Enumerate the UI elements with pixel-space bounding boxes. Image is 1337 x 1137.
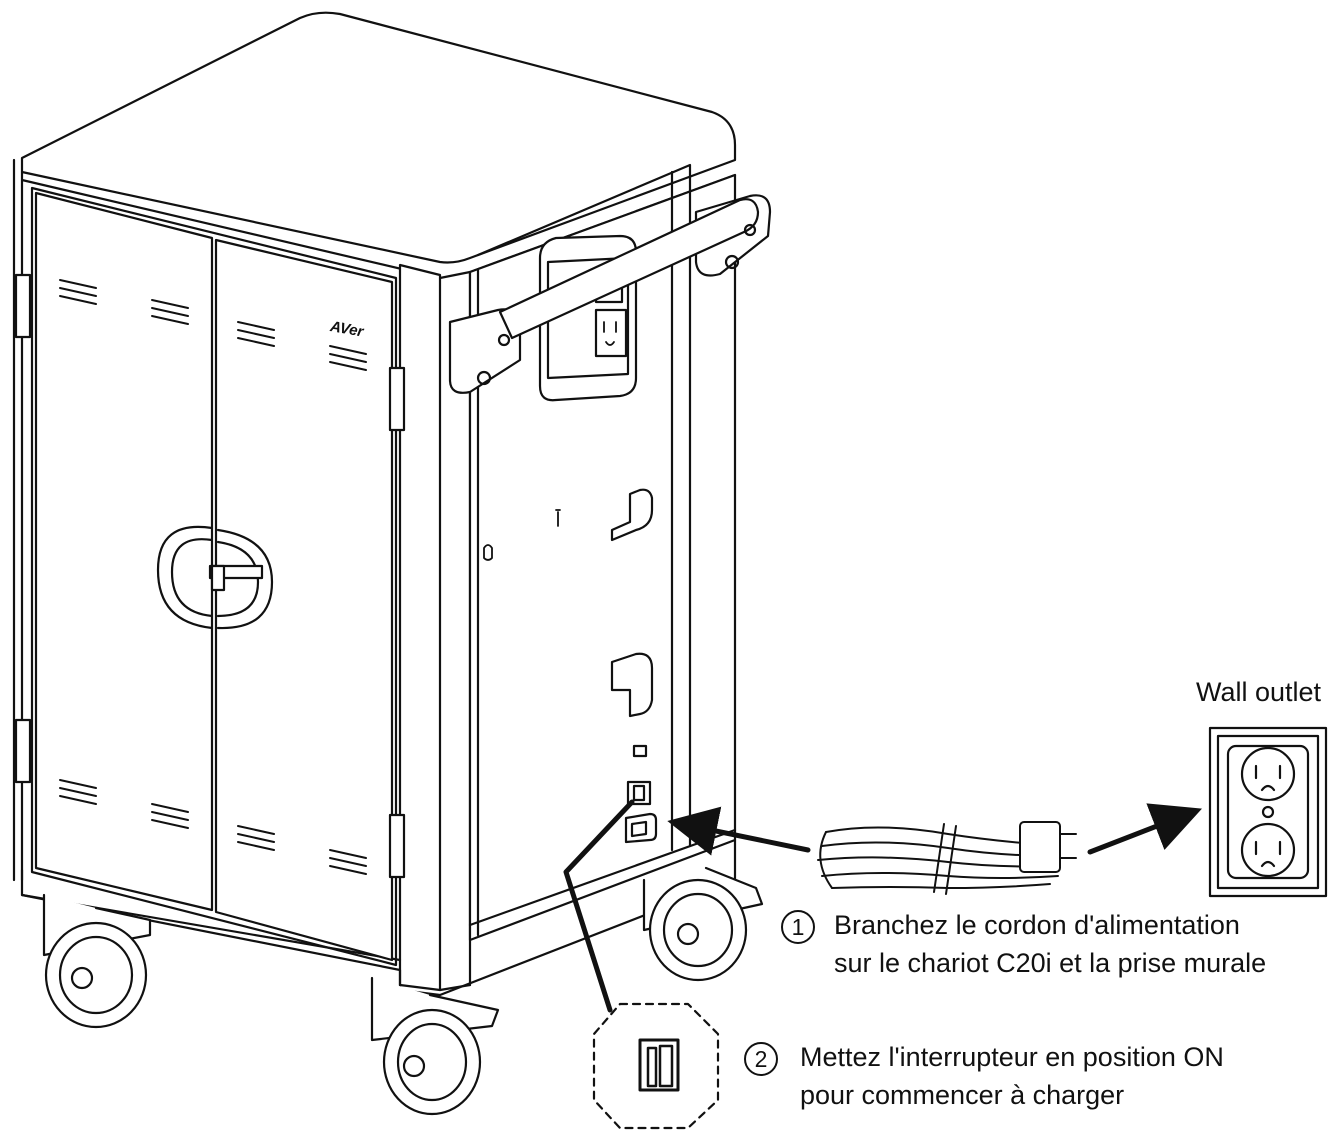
- cable-hook: [610, 652, 654, 718]
- side-outlet: [594, 308, 628, 358]
- push-handle: [448, 194, 772, 394]
- power-inlet: [624, 812, 658, 844]
- outlet-socket: [1240, 822, 1296, 878]
- wall-outlet-label: Wall outlet: [1196, 677, 1322, 707]
- step-2-line1: Mettez l'interrupteur en position ON: [800, 1042, 1224, 1072]
- brand-logo: AVer: [328, 318, 366, 341]
- vent-slots: [59, 279, 367, 875]
- hinge: [14, 718, 32, 784]
- door-handle: [156, 525, 274, 630]
- arrow-to-cart: [667, 806, 811, 856]
- caster-wheel: [42, 893, 152, 1029]
- step-1-badge: 1: [781, 910, 815, 944]
- hinge: [14, 273, 32, 339]
- door-right: [214, 238, 394, 962]
- power-cord: [817, 821, 1077, 895]
- step-1-line2: sur le chariot C20i et la prise murale: [834, 948, 1267, 978]
- caster-wheel: [370, 976, 500, 1116]
- corner-post: [398, 263, 442, 992]
- arrow-to-wall: [1087, 803, 1202, 855]
- step-1-line1: Branchez le cordon d'alimentation: [834, 910, 1240, 940]
- wall-outlet: [1208, 726, 1328, 898]
- caster-wheel: [642, 866, 764, 982]
- step-2-badge: 2: [744, 1042, 778, 1076]
- hinge: [388, 366, 406, 432]
- step-2-line2: pour commencer à charger: [800, 1080, 1125, 1110]
- hinge: [388, 813, 406, 879]
- indicator-light: [632, 744, 648, 758]
- cart-top: [20, 11, 737, 264]
- switch-leader: [563, 799, 635, 1013]
- door-left: [34, 191, 214, 912]
- charging-cart: [12, 11, 772, 1116]
- outlet-socket: [1240, 746, 1296, 802]
- switch-callout: [592, 1002, 720, 1130]
- cable-hook: [610, 488, 654, 542]
